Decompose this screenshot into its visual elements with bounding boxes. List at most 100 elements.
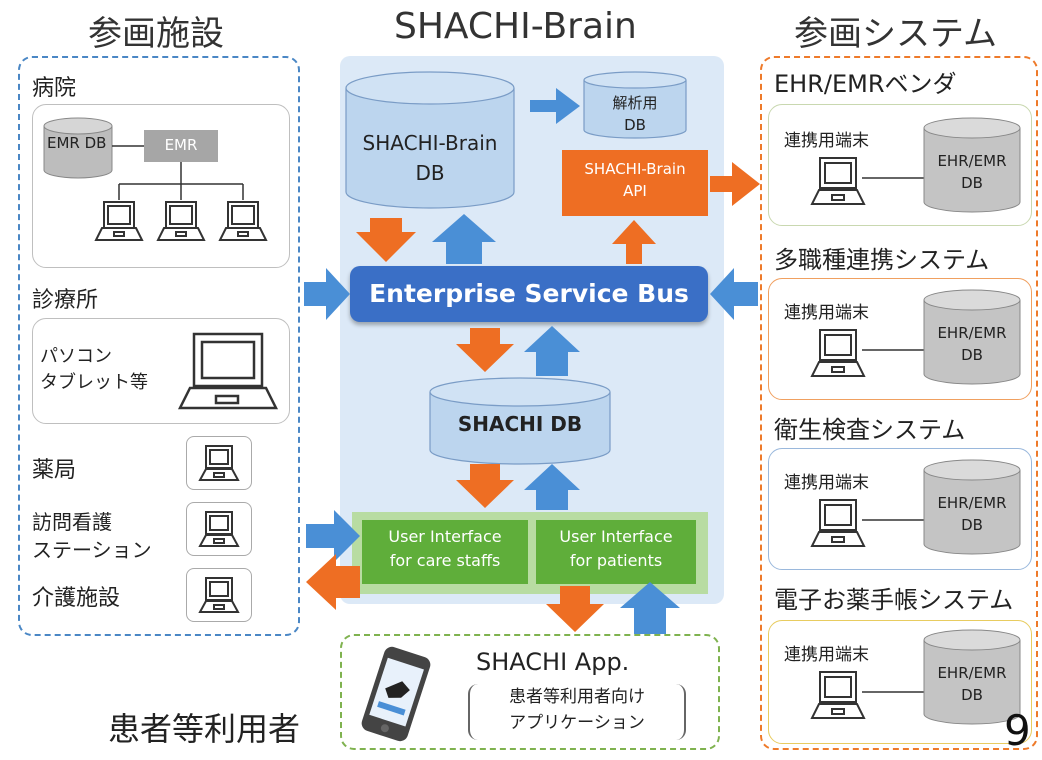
visiting-nursing-device-box — [186, 502, 252, 556]
ehr-emr-db-label: EHR/EMR DB — [924, 492, 1020, 536]
api-line1: SHACHI-Brain — [584, 160, 686, 178]
pharmacy-label: 薬局 — [32, 458, 77, 483]
laptop-icon — [218, 201, 268, 241]
shachi-app-title: SHACHI App. — [476, 648, 630, 676]
arrow-right-blue — [304, 268, 350, 320]
ui-care-line2: for care staffs — [389, 551, 501, 570]
arrow-up-blue — [524, 326, 580, 376]
ehr-emr-db-label: EHR/EMR DB — [924, 150, 1020, 194]
laptop-icon — [94, 201, 144, 241]
arrow-down-orange — [546, 586, 604, 632]
system-title: 電子お薬手帳システム — [774, 586, 1014, 614]
laptop-icon — [198, 445, 240, 481]
shachi-db-cylinder — [429, 377, 611, 465]
db-line1: EHR/EMR — [937, 152, 1007, 170]
clinic-box — [32, 318, 290, 424]
app-sub-line2: アプリケーション — [509, 713, 645, 733]
app-sub-bracket — [468, 684, 686, 740]
shachi-brain-api-box: SHACHI-Brain API — [562, 150, 708, 216]
ui-patients-line1: User Interface — [559, 527, 673, 546]
shachi-db-label: SHACHI DB — [457, 412, 583, 436]
analysis-db-label: 解析用 DB — [584, 92, 686, 136]
shachi-brain-db-line2: DB — [415, 161, 445, 185]
laptop-icon — [810, 157, 866, 205]
ui-patients: User Interface for patients — [536, 520, 696, 584]
db-line2: DB — [961, 516, 983, 534]
db-line2: DB — [961, 346, 983, 364]
arrow-up-blue — [524, 464, 580, 510]
analysis-db-line2: DB — [624, 116, 646, 134]
arrow-up-orange — [612, 220, 656, 264]
db-line1: EHR/EMR — [937, 664, 1007, 682]
hospital-label: 病院 — [32, 76, 77, 101]
laptop-icon — [177, 332, 279, 410]
laptop-icon — [810, 329, 866, 377]
facilities-title: 参画施設 — [88, 14, 224, 54]
ehr-emr-db-icon — [923, 459, 1021, 555]
terminal-label: 連携用端末 — [784, 303, 869, 323]
laptop-icon — [156, 201, 206, 241]
clinic-device-line2: タブレット等 — [40, 372, 148, 393]
ui-patients-line2: for patients — [569, 551, 663, 570]
db-line1: EHR/EMR — [937, 494, 1007, 512]
arrow-down-orange — [456, 464, 514, 508]
ui-care-staffs: User Interface for care staffs — [362, 520, 528, 584]
smartphone-icon — [361, 646, 431, 742]
arrow-up-blue — [432, 214, 496, 264]
laptop-icon — [198, 511, 240, 547]
app-sub-line1: 患者等利用者向け — [509, 687, 645, 707]
shachi-brain-db-line1: SHACHI-Brain — [362, 131, 498, 155]
pharmacy-device-box — [186, 436, 252, 490]
analysis-db-line1: 解析用 — [612, 94, 658, 112]
systems-title: 参画システム — [794, 14, 997, 54]
arrow-left-blue — [710, 268, 758, 320]
ui-care-line1: User Interface — [388, 527, 502, 546]
arrow-right-orange — [710, 162, 760, 206]
terminal-label: 連携用端末 — [784, 645, 869, 665]
care-facility-device-box — [186, 568, 252, 622]
shachi-brain-db-label: SHACHI-Brain DB — [346, 128, 514, 188]
facilities-panel — [18, 56, 300, 636]
users-label: 患者等利用者 — [108, 710, 301, 748]
clinic-device-line1: パソコン — [40, 346, 112, 367]
visiting-nursing-line1: 訪問看護 — [32, 510, 112, 534]
terminal-label: 連携用端末 — [784, 131, 869, 151]
arrow-up-blue — [620, 582, 680, 634]
arrow-right-blue — [306, 510, 360, 562]
app-sub-text: 患者等利用者向け アプリケーション — [470, 684, 684, 736]
arrow-down-orange — [356, 218, 416, 262]
db-line1: EHR/EMR — [937, 324, 1007, 342]
laptop-icon — [810, 671, 866, 719]
arrow-down-orange — [456, 328, 514, 372]
system-title: 衛生検査システム — [774, 416, 966, 444]
brain-title: SHACHI-Brain — [394, 6, 637, 47]
care-facility-label: 介護施設 — [32, 586, 121, 611]
laptop-icon — [810, 499, 866, 547]
visiting-nursing-line2: ステーション — [32, 538, 152, 562]
ehr-emr-db-icon — [923, 629, 1021, 725]
enterprise-service-bus: Enterprise Service Bus — [350, 266, 708, 322]
arrow-right-blue — [530, 88, 580, 124]
analysis-db-cylinder — [583, 71, 687, 139]
shachi-app-panel — [340, 634, 720, 750]
terminal-label: 連携用端末 — [784, 473, 869, 493]
laptop-icon — [198, 577, 240, 613]
system-title: 多職種連携システム — [774, 246, 990, 274]
clinic-label: 診療所 — [32, 288, 99, 313]
emr-db-label: EMR DB — [47, 134, 107, 152]
db-line2: DB — [961, 686, 983, 704]
arrow-left-orange — [306, 554, 360, 610]
ehr-emr-db-label: EHR/EMR DB — [924, 322, 1020, 366]
ehr-emr-db-icon — [923, 289, 1021, 385]
db-line2: DB — [961, 174, 983, 192]
ehr-emr-db-icon — [923, 117, 1021, 213]
emr-db-icon — [43, 117, 113, 179]
shachi-brain-db-cylinder — [345, 71, 515, 209]
ehr-emr-db-label: EHR/EMR DB — [924, 662, 1020, 706]
emr-label: EMR — [164, 136, 198, 154]
systems-panel — [760, 56, 1038, 750]
emr-server-icon — [144, 130, 218, 162]
page-number: 9 — [1004, 706, 1031, 755]
